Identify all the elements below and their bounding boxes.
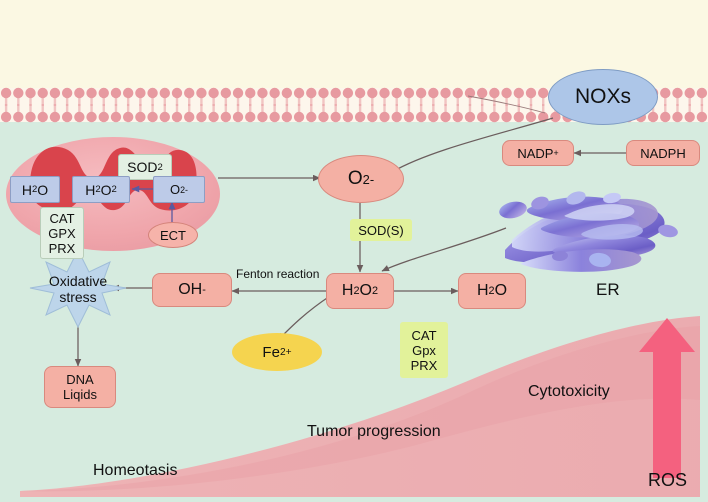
- node-nadph[interactable]: NADPH: [626, 140, 700, 166]
- node-hydroxyl-radical[interactable]: OH-: [152, 273, 232, 307]
- oxidative-stress-star: [29, 248, 127, 329]
- superoxide-mito-superscript: 2-: [180, 184, 188, 195]
- oxidative-stress-line-1: Oxidative: [48, 273, 108, 289]
- wedge-label-homeostasis: Homeotasis: [93, 462, 178, 479]
- nadp-superscript: +: [553, 148, 559, 158]
- sod2-subscript: 2: [157, 161, 163, 173]
- h2o2-mito-sub2: 2: [111, 184, 117, 195]
- h2o2-mito-o: O: [100, 181, 112, 198]
- sod-s-label: SOD(S): [358, 222, 404, 238]
- sod2-label: SOD: [127, 159, 158, 175]
- wedge-label-cytotoxicity: Cytotoxicity: [528, 383, 610, 400]
- node-nadp-plus[interactable]: NADP+: [502, 140, 574, 166]
- h2o2-cyto-o: O: [359, 282, 372, 299]
- enzyme-sod-s: SOD(S): [350, 219, 412, 241]
- h2o-mito-o: O: [37, 181, 49, 198]
- ros-gradient-wedge: [20, 316, 700, 497]
- cyto-antiox-line-2: Gpx: [412, 342, 436, 358]
- h2o2-mito-sub1: 2: [95, 184, 101, 195]
- hydroxyl-label: OH: [178, 281, 203, 298]
- node-oxidative-stress[interactable]: Oxidative stress: [28, 272, 128, 306]
- endoplasmic-reticulum: [499, 191, 678, 272]
- hydroxyl-superscript: -: [202, 284, 206, 296]
- node-dna-lipids[interactable]: DNA Liqids: [44, 366, 116, 408]
- ferrous-superscript: 2+: [279, 346, 292, 358]
- er-label: ER: [596, 280, 620, 299]
- dna-lipids-line-2: Liqids: [63, 387, 97, 402]
- wedge-label-tumor-progression: Tumor progression: [307, 423, 441, 440]
- ferrous-label: Fe: [262, 343, 280, 361]
- node-noxs[interactable]: NOXs: [548, 69, 658, 125]
- superoxide-superscript: 2-: [362, 171, 375, 187]
- h2o-cyto-sub: 2: [488, 285, 495, 297]
- h2o2-cyto-h: H: [341, 282, 354, 299]
- edge-noxs-membrane-tail: [467, 95, 546, 114]
- mito-antiox-line-3: PRX: [48, 240, 76, 256]
- edge-label-fenton: Fenton reaction: [234, 267, 322, 281]
- h2o-cyto-h: H: [476, 282, 489, 299]
- nadph-label: NADPH: [640, 145, 686, 161]
- dna-lipids-line-1: DNA: [66, 372, 94, 387]
- ect-label: ECT: [160, 227, 186, 243]
- ros-arrow: [639, 318, 695, 478]
- ros-arrow-label: ROS: [648, 470, 688, 490]
- nadp-label: NADP: [517, 145, 554, 161]
- oxidative-stress-line-2: stress: [59, 289, 97, 305]
- mito-antiox-line-1: CAT: [49, 210, 75, 226]
- cyto-antiox-line-1: CAT: [411, 327, 437, 343]
- h2o2-cyto-sub2: 2: [372, 285, 379, 297]
- h2o-mito-h: H: [21, 181, 32, 198]
- h2o2-mito-h: H: [85, 181, 96, 198]
- mito-antiox-line-2: GPX: [48, 225, 76, 241]
- superoxide-label: O: [347, 168, 363, 189]
- h2o-cyto-o: O: [494, 282, 508, 299]
- noxs-label: NOXs: [574, 85, 631, 108]
- edge-er-to-h2o2: [381, 227, 507, 272]
- superoxide-mito-label: O: [170, 182, 181, 197]
- cyto-antiox-line-3: PRX: [410, 357, 438, 373]
- enzyme-cyto-antioxidants: CAT Gpx PRX: [400, 322, 448, 378]
- h2o2-cyto-sub1: 2: [353, 285, 360, 297]
- h2o-mito-sub: 2: [31, 184, 38, 195]
- edge-noxs-to-superoxide: [391, 117, 554, 173]
- node-ect[interactable]: ECT: [148, 222, 198, 248]
- enzyme-mito-antioxidants: CAT GPX PRX: [40, 207, 84, 259]
